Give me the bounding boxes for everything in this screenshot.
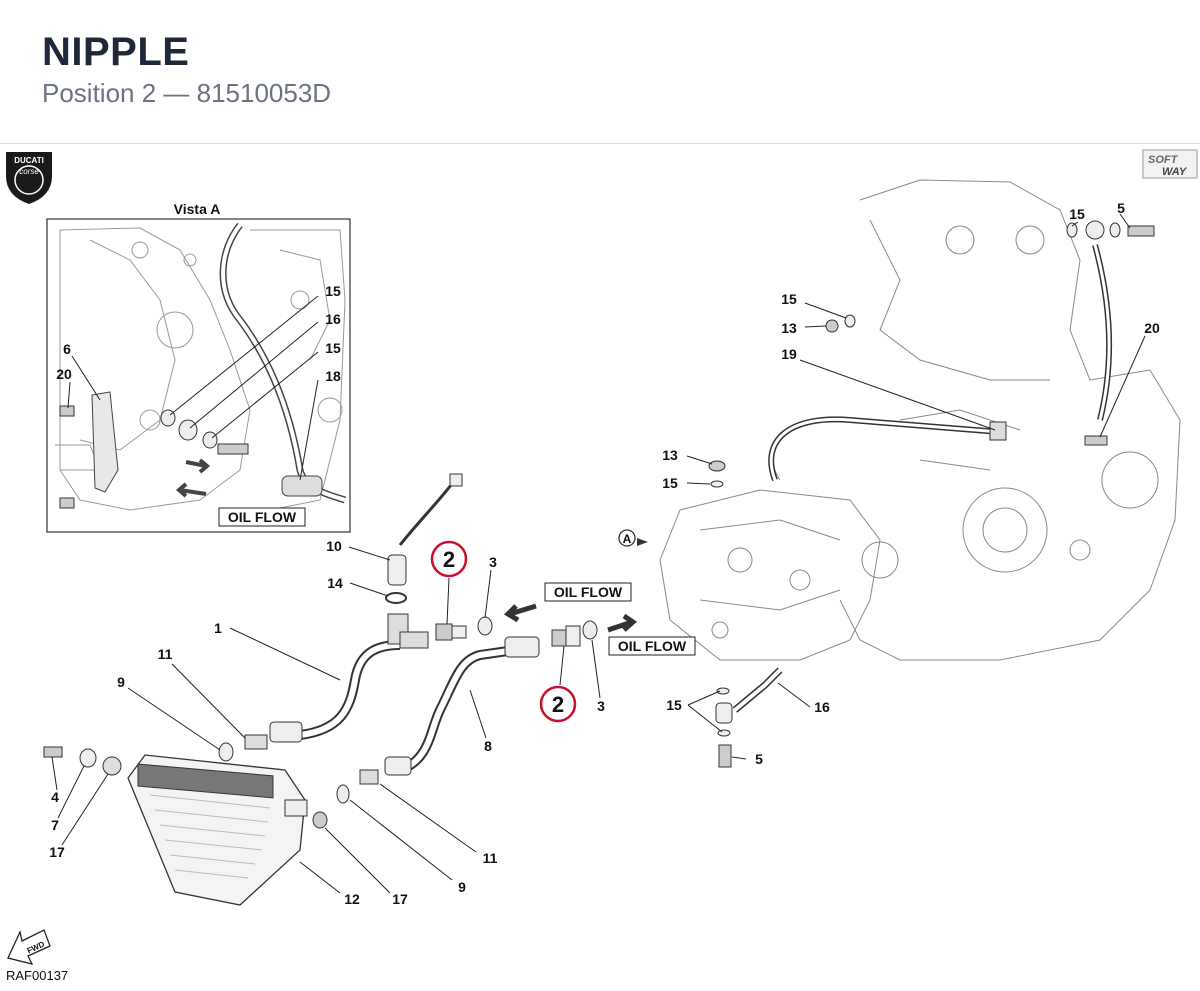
leader-lines <box>51 213 1146 894</box>
page-title: NIPPLE <box>42 30 190 74</box>
fwd-arrow-icon: FWD <box>7 929 51 965</box>
logo-text-bottom: corse <box>19 167 39 176</box>
label-17-right: 17 <box>392 891 408 907</box>
label-3-bottom: 3 <box>597 698 605 714</box>
softway-text-bottom: WAY <box>1162 166 1188 178</box>
label-10: 10 <box>326 538 342 554</box>
label-14: 14 <box>327 575 343 591</box>
label-11-left: 11 <box>158 646 173 662</box>
softway-logo: SOFT WAY <box>1142 149 1198 179</box>
label-5-bottom: 5 <box>755 751 763 767</box>
label-9-right: 9 <box>458 879 466 895</box>
callout-part-2-top[interactable]: 2 <box>430 540 468 625</box>
label-19: 19 <box>781 346 797 362</box>
callout-part-2-bottom[interactable]: 2 <box>539 645 577 723</box>
label-16: 16 <box>814 699 830 715</box>
label-15-pair: 15 <box>666 697 682 713</box>
view-a-marker[interactable]: A <box>618 529 648 547</box>
label-15-mid: 15 <box>781 291 797 307</box>
page-header: NIPPLE Position 2 — 81510053D <box>42 28 331 110</box>
inset-oil-flow-label: OIL FLOW <box>228 509 297 525</box>
part-labels: 15 5 15 13 20 19 13 15 10 14 3 1 11 9 4 … <box>49 200 1160 907</box>
inset-label-15b: 15 <box>325 340 341 356</box>
inset-label-16: 16 <box>325 311 341 327</box>
inset-view-a: Vista A <box>46 201 351 533</box>
label-7: 7 <box>51 817 59 833</box>
label-15-low: 15 <box>662 475 678 491</box>
oil-flow-lower-label: OIL FLOW <box>618 638 687 654</box>
engine-hoses <box>708 220 1155 768</box>
oil-flow-lower: OIL FLOW <box>607 613 696 656</box>
label-12: 12 <box>344 891 360 907</box>
oil-hoses <box>43 473 598 829</box>
label-9-left: 9 <box>117 674 125 690</box>
inset-title: Vista A <box>174 201 221 217</box>
label-11-right: 11 <box>483 850 498 866</box>
callout-2-top-text: 2 <box>443 547 455 572</box>
label-13-mid: 13 <box>781 320 797 336</box>
softway-text-top: SOFT <box>1148 154 1179 166</box>
label-5-top: 5 <box>1117 200 1125 216</box>
ducati-corse-logo: DUCATI corse <box>6 152 52 204</box>
label-17-left: 17 <box>49 844 65 860</box>
oil-cooler <box>127 754 308 906</box>
logo-text-top: DUCATI <box>14 156 44 165</box>
label-8: 8 <box>484 738 492 754</box>
callout-2-bottom-text: 2 <box>552 692 564 717</box>
label-4: 4 <box>51 789 59 805</box>
label-1: 1 <box>214 620 222 636</box>
label-20: 20 <box>1144 320 1160 336</box>
header-divider <box>0 143 1200 144</box>
oil-flow-upper: OIL FLOW <box>503 582 632 623</box>
inset-label-15a: 15 <box>325 283 341 299</box>
inset-label-18: 18 <box>325 368 341 384</box>
inset-label-6: 6 <box>63 341 71 357</box>
oil-flow-upper-label: OIL FLOW <box>554 584 623 600</box>
engine-assembly <box>659 179 1181 661</box>
inset-label-20: 20 <box>56 366 72 382</box>
drawing-code: RAF00137 <box>6 968 69 983</box>
label-3-top: 3 <box>489 554 497 570</box>
page-subtitle: Position 2 — 81510053D <box>42 78 332 108</box>
label-15-top: 15 <box>1069 206 1085 222</box>
view-a-letter: A <box>623 532 632 546</box>
label-13-low: 13 <box>662 447 678 463</box>
